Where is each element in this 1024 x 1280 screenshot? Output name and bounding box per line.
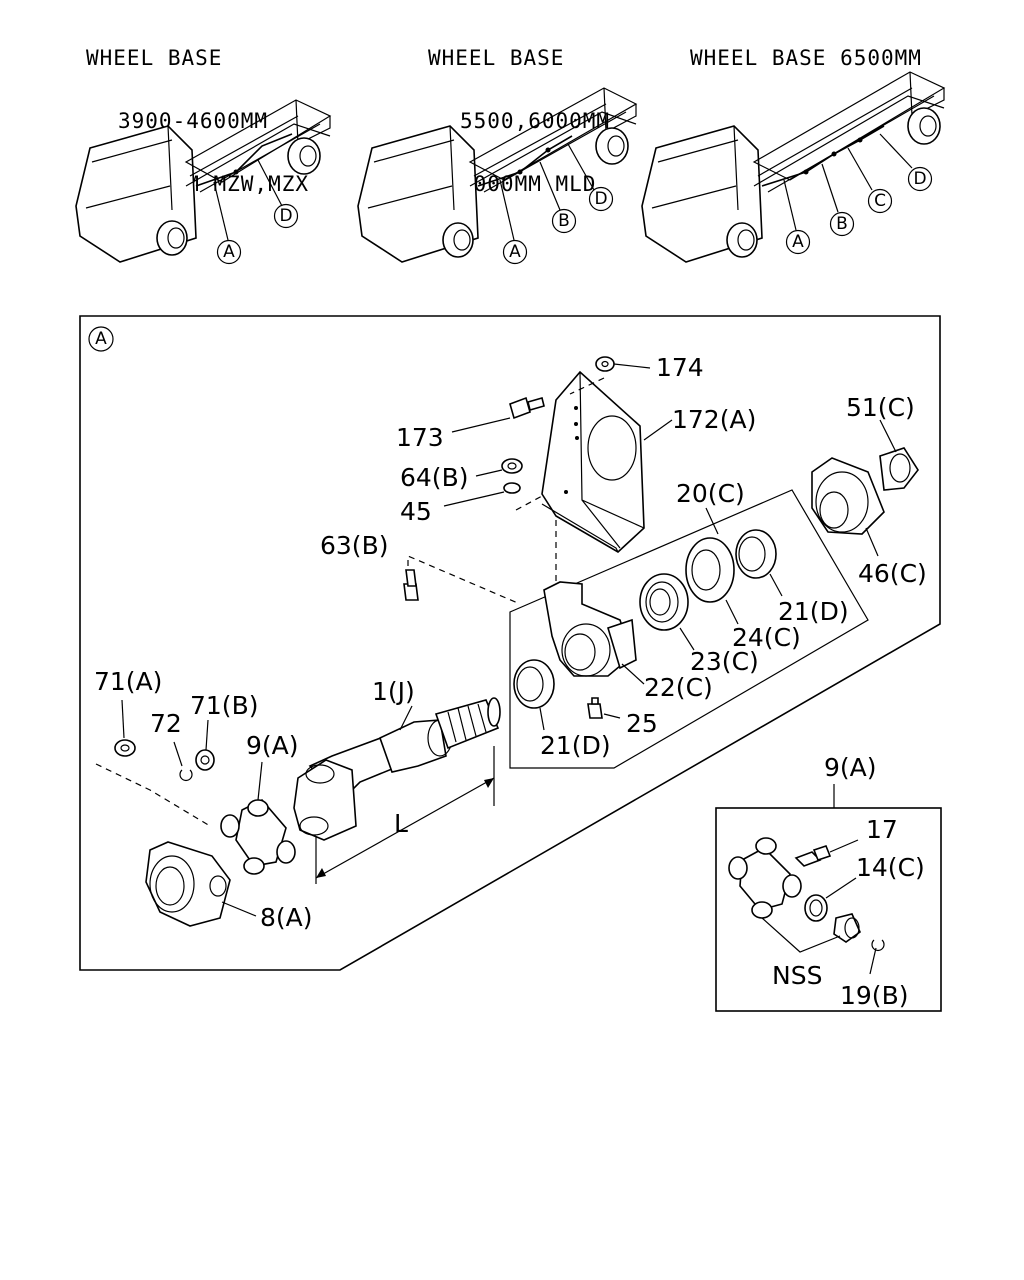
label-71a: 71(A) xyxy=(94,667,162,696)
label-L: L xyxy=(394,809,408,838)
callout-circle-c xyxy=(867,188,893,214)
label-71b: 71(B) xyxy=(190,691,258,720)
clip-72 xyxy=(173,741,193,781)
label-1j: 1(J) xyxy=(372,677,415,706)
label-172a: 172(A) xyxy=(672,405,756,434)
wheelbase-3-line1: WHEEL BASE 6500MM xyxy=(690,46,922,70)
label-8a: 8(A) xyxy=(260,903,313,932)
wheelbase-header-3: WHEEL BASE 6500MM xyxy=(690,6,922,90)
callout-circle-a xyxy=(785,229,811,255)
bearing-group-box xyxy=(509,489,869,769)
callout-circle-b xyxy=(551,208,577,234)
nut-64b xyxy=(475,458,523,477)
guide-line xyxy=(95,763,211,827)
callout-label: D xyxy=(913,169,926,189)
section-a-frame: A xyxy=(79,315,941,971)
callout-label: D xyxy=(279,206,292,226)
section-id-circle xyxy=(88,326,114,352)
universal-joint-9a xyxy=(220,761,296,875)
wheelbase-2-line2: 5500,6000MM xyxy=(460,109,611,133)
section-id: A xyxy=(95,329,107,349)
truck-illustration-1: A D xyxy=(75,99,332,265)
seal-21d-bottom xyxy=(513,659,555,731)
slip-yoke xyxy=(293,759,357,841)
label-20c: 20(C) xyxy=(676,479,745,508)
callout-label: A xyxy=(509,242,521,262)
label-25: 25 xyxy=(626,709,658,738)
callout-label: A xyxy=(223,242,235,262)
washer-45 xyxy=(443,482,521,507)
label-51c: 51(C) xyxy=(846,393,915,422)
label-64b: 64(B) xyxy=(400,463,468,492)
callout-circle-b xyxy=(829,211,855,237)
label-45: 45 xyxy=(400,497,432,526)
seal-21d-top xyxy=(735,529,783,597)
callout-circle-d xyxy=(273,203,299,229)
grease-fitting-25 xyxy=(587,697,621,719)
bolt-173 xyxy=(451,396,545,433)
callout-label: B xyxy=(836,214,848,234)
callout-circle-a xyxy=(216,239,242,265)
label-24c: 24(C) xyxy=(732,623,801,652)
callout-label: B xyxy=(558,211,570,231)
callout-label: C xyxy=(874,191,886,211)
part-24c xyxy=(685,537,739,625)
bolt-63b xyxy=(403,555,521,605)
inset-universal-joint: 9(A) 17 14(C) NSS 19(B) xyxy=(715,753,942,1012)
label-174: 174 xyxy=(656,353,704,382)
label-21d-top: 21(D) xyxy=(778,597,849,626)
callout-circle-a xyxy=(502,239,528,265)
bracket-172 xyxy=(541,370,673,553)
label-21d-bottom: 21(D) xyxy=(540,731,611,760)
callout-circle-d xyxy=(588,186,614,212)
callout-circle-d xyxy=(907,166,933,192)
flange-46c xyxy=(811,457,885,557)
guide-line xyxy=(515,495,543,511)
label-46c: 46(C) xyxy=(858,559,927,588)
flange-yoke-8a xyxy=(145,841,257,927)
label-72: 72 xyxy=(150,709,182,738)
inset-title: 9(A) xyxy=(824,753,877,782)
wheelbase-2-line1: WHEEL BASE xyxy=(428,46,565,70)
label-173: 173 xyxy=(396,423,444,452)
wheelbase-1-line2: 3900-4600MM xyxy=(118,109,269,133)
label-14c: 14(C) xyxy=(856,853,925,882)
nut-71a xyxy=(114,699,136,757)
truck-illustration-2: A B D xyxy=(357,87,638,265)
label-19b: 19(B) xyxy=(840,981,908,1010)
label-nss: NSS xyxy=(772,961,822,990)
bearing-23c xyxy=(639,573,695,651)
truck-illustration-3: A B C D xyxy=(641,71,946,263)
label-23c: 23(C) xyxy=(690,647,759,676)
nut-174 xyxy=(595,356,651,372)
nut-51c xyxy=(879,419,919,491)
callout-label: D xyxy=(594,189,607,209)
inset-box xyxy=(715,807,942,1012)
housing-22c xyxy=(543,581,645,685)
callout-label: A xyxy=(792,232,804,252)
label-22c: 22(C) xyxy=(644,673,713,702)
label-63b: 63(B) xyxy=(320,531,388,560)
nut-71b xyxy=(195,719,215,771)
wheelbase-1-line1: WHEEL BASE xyxy=(86,46,223,70)
label-9a: 9(A) xyxy=(246,731,299,760)
leader-20c xyxy=(705,507,719,535)
label-17: 17 xyxy=(866,815,898,844)
dimension-L xyxy=(315,746,495,884)
